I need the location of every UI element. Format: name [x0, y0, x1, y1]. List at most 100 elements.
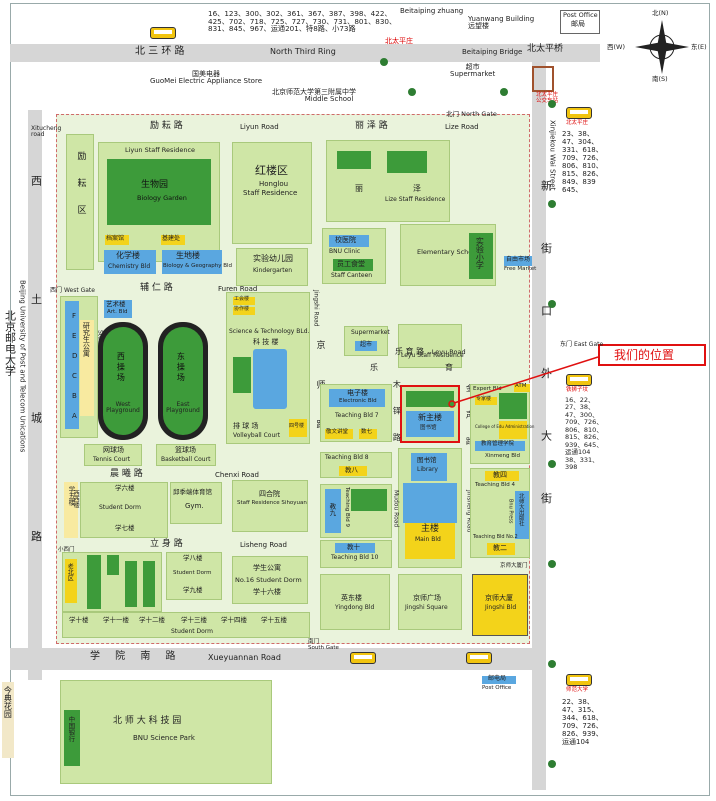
xitucheng-road — [28, 110, 42, 680]
dorm-row: 学十楼 学十一楼 学十二楼 学十三楼 学十四楼 学十五楼 Student Dor… — [62, 612, 310, 638]
bus-routes-right-top: 23、38、 47、304、 331、618、 709、726、 806、810… — [562, 130, 603, 195]
le-label: 乐 — [370, 363, 378, 372]
new-main-building[interactable]: 新主楼 图书馆 — [400, 385, 460, 443]
tree-icon — [548, 200, 556, 208]
tree-icon — [548, 100, 556, 108]
compass-rose-icon — [635, 20, 689, 74]
xinjiekou-street — [532, 62, 546, 790]
bupt-cn: 北京邮电大学 — [3, 310, 17, 376]
tree-icon — [548, 300, 556, 308]
tree-icon — [548, 460, 556, 468]
mudou-road-en: Mudou Road — [392, 490, 400, 528]
dorm-letters: F E D C B A — [72, 312, 78, 420]
lize-residence: 丽 泽 Lize Staff Residence — [326, 140, 450, 222]
location-arrow — [448, 356, 599, 408]
xitucheng-en: Xitucheng road — [31, 125, 62, 139]
post-office-south: 邮电局 Post Office — [482, 675, 516, 694]
lisheng-road-cn: 立 身 路 — [150, 539, 183, 549]
jingshi-road-cn: 京 师 路 — [314, 340, 325, 443]
liyun-residence: 励耘区 — [66, 134, 94, 270]
compass: 北(N) 南(S) 西(W) 东(E) — [607, 10, 710, 85]
bus-icon — [566, 374, 592, 386]
xinjiekou-road-en: Xinjiekou Wai Street — [548, 120, 557, 191]
arch-icon — [532, 66, 554, 92]
lize-road-en: Lize Road — [445, 123, 479, 131]
bus-stop-label-right-bottom: 师范大学 — [566, 687, 589, 693]
jinyuan-garden: 今典花园 — [2, 682, 14, 758]
xueyuannan-road — [10, 648, 545, 670]
free-market: 自由市场 Free Market — [504, 256, 537, 272]
post-office-north: Post Office 邮局 — [560, 10, 600, 34]
tree-icon — [548, 760, 556, 768]
chenxi-road-en: Chenxi Road — [215, 471, 259, 479]
tree-icon — [548, 560, 556, 568]
kindergarten: 实验幼儿园 Kindergarten — [236, 248, 308, 286]
expert-area: Expert Bld 专家楼 College of Edu Administra… — [470, 384, 534, 464]
beitaiping-bridge-cn: 北太平桥 — [527, 44, 564, 54]
beitaiping-bridge: Beitaiping Bridge — [462, 48, 523, 56]
biology-garden: Liyun Staff Residence 生物园 Biology Garden… — [98, 142, 220, 262]
bus-routes-top: 16、123、300、302、361、367、387、398、422、 425、… — [208, 9, 397, 34]
bus-icon — [566, 107, 592, 119]
bus-routes-right-mid: 16、22、 27、38、 47、300、 709、726、 806、810、 … — [565, 396, 603, 472]
xinjiekou-road-cn: 新 街 口 外 大 街 — [539, 180, 553, 528]
beitaiping-zhuang-label: Beitaiping zhuang — [400, 7, 464, 15]
jinsheng-road-cn: 金 声 路 — [465, 384, 474, 453]
biology-geography-building: 生地楼 Biology & Geography Bld — [162, 250, 232, 274]
jingshi-south-gate: 京师大厦门 — [500, 563, 528, 569]
bus-routes-right-bottom: 22、38、 47、315、 344、618、 709、726、 826、939… — [562, 698, 603, 747]
leyu-road: 乐 育 路 Leyu Road — [395, 347, 466, 356]
third-ring-cn: 北 三 环 路 — [135, 46, 185, 57]
siheyuan: 四合院 Staff Residence Sihoyuan — [232, 480, 308, 532]
science-technology-building: 工会楼 协作楼 Science & Technology BLd. 科 技 楼 … — [226, 292, 310, 444]
location-callout: 我们的位置 — [598, 344, 706, 366]
map-frame — [10, 3, 710, 796]
teaching-9: 教九 Teaching Bld 9 — [320, 484, 392, 538]
art-building: 艺术楼 Art. Bld — [104, 300, 132, 318]
jingshi-road-en: Jingshi Road — [312, 290, 320, 327]
elementary-school: Elementary School 实验小学 — [400, 224, 496, 286]
teaching-4-2: 教四 Teaching Bld 4 北师大出版社 Bnu Press Teach… — [470, 468, 530, 558]
china-bank: 中国银行 — [64, 710, 80, 766]
small-west-gate: 小西门 — [58, 547, 75, 553]
yingdong-building: 英东楼 Yingdong Bld — [320, 574, 390, 630]
chenxi-road-cn: 晨 曦 路 — [110, 469, 143, 479]
dorm-8-9: 学八楼 Student Dorm 学九楼 — [166, 552, 222, 600]
bus-stop-sub: 北太平庄 公交车站 — [536, 92, 559, 104]
furen-road-cn: 辅 仁 路 — [140, 283, 173, 293]
grad-dorm: 研究生公寓 — [80, 320, 94, 416]
lisheng-road-en: Lisheng Road — [240, 541, 287, 549]
chemistry-building: 化学楼 Chemistry Bld — [104, 250, 156, 274]
dorm-6-7: 学六楼 Student Dorm 学七楼 — [80, 482, 168, 538]
electronic-building: 电子楼 Electronic Bld Teaching Bld 7 敬文讲堂 数… — [320, 384, 392, 442]
xueyuan-road-cn: 学 院 南 路 — [90, 651, 182, 662]
laobei-area: 老北区 — [62, 552, 162, 612]
xixi-label: 西西楼 — [72, 490, 80, 508]
west-playground: 西 操 场 West Playground — [98, 322, 148, 440]
jingshi-square: 京师广场 Jingshi Square — [398, 574, 462, 630]
north-gate-label: 北门 North Gate — [446, 110, 497, 118]
dorm-5: 学五楼 — [64, 482, 78, 538]
yu-label: 育 — [445, 363, 453, 372]
teaching-10: 教十 Teaching Bld 10 — [320, 540, 392, 568]
dorm-16: 学生公寓 No.16 Student Dorm 学十六楼 — [232, 556, 308, 604]
bus-icon — [350, 652, 376, 664]
liyun-road-en: Liyun Road — [240, 123, 279, 131]
mudou-road-cn: 木 铎 路 — [392, 380, 402, 450]
basketball-court: 篮球场 Basketball Court — [156, 444, 216, 466]
tennis-court: 网球场 Tennis Court — [84, 444, 142, 466]
gym: 邱季端体育馆 Gym. — [170, 482, 222, 524]
bus-icon — [466, 652, 492, 664]
furen-road-en: Furen Road — [218, 285, 258, 293]
bus-stop-label-right-top: 北太平庄 — [566, 120, 589, 126]
bupt-en: Beijing University of Post and Telecom U… — [18, 280, 27, 453]
xueyuan-road-en: Xueyuannan Road — [208, 653, 281, 662]
bus-stop-label-right-mid: 铁狮子坟 — [566, 387, 589, 393]
atm: ATM — [514, 383, 530, 392]
liyun-road-cn: 励 耘 路 — [150, 121, 183, 131]
